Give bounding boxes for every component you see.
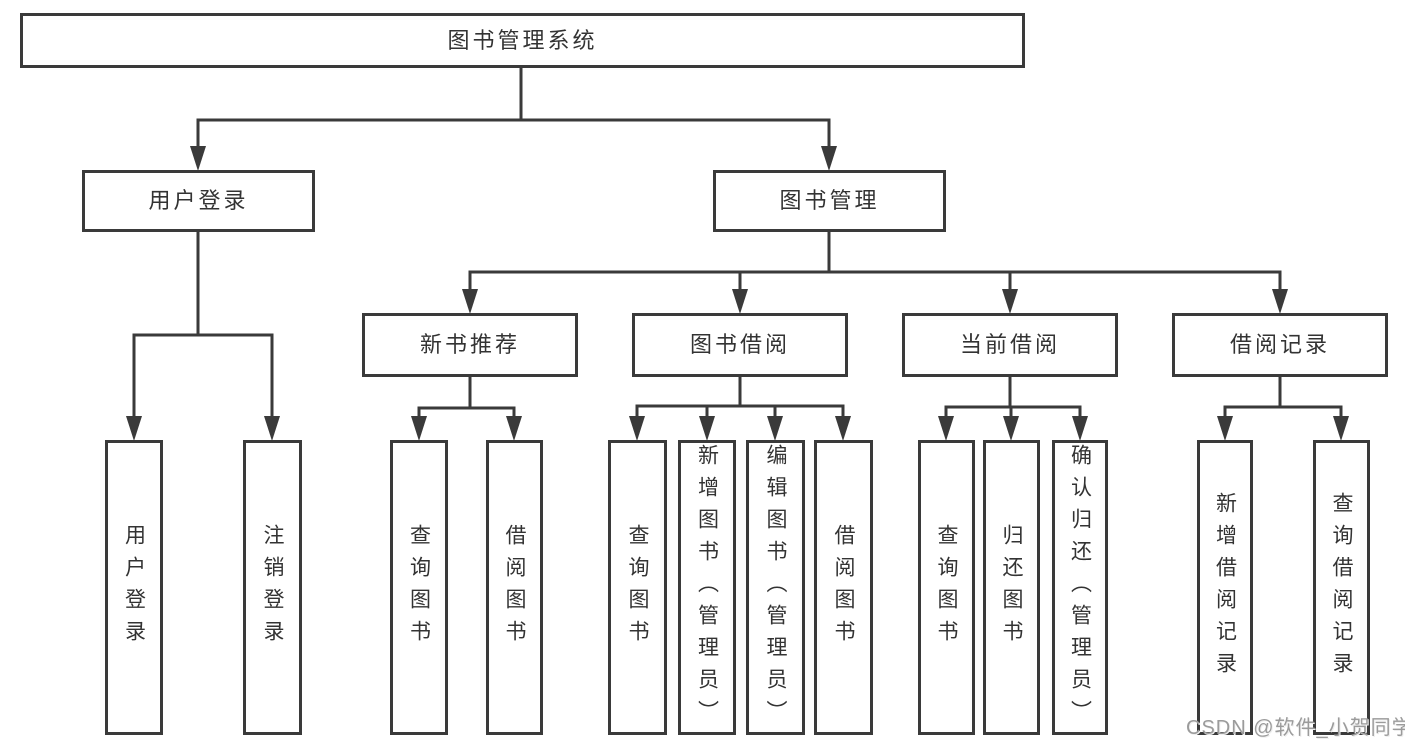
node-book-management: 图书管理 xyxy=(713,170,946,232)
node-book-borrowing: 图书借阅 xyxy=(632,313,848,377)
node-label-book-borrowing: 图书借阅 xyxy=(689,332,790,357)
node-label-query-books-2: 查询图书 xyxy=(626,523,649,652)
node-add-books-admin: 新增图书（管理员） xyxy=(678,440,736,735)
node-user-login: 用户登录 xyxy=(105,440,163,735)
node-label-return-books: 归还图书 xyxy=(1000,523,1023,652)
node-label-query-books-3: 查询图书 xyxy=(935,523,958,652)
node-borrow-books-2: 借阅图书 xyxy=(814,440,873,735)
node-label-add-books-admin: 新增图书（管理员） xyxy=(695,443,719,732)
node-query-books-3: 查询图书 xyxy=(918,440,975,735)
node-logout: 注销登录 xyxy=(243,440,302,735)
node-user-login-group: 用户登录 xyxy=(82,170,315,232)
node-add-borrow-record: 新增借阅记录 xyxy=(1197,440,1253,735)
node-query-books-2: 查询图书 xyxy=(608,440,667,735)
node-root: 图书管理系统 xyxy=(20,13,1025,68)
node-borrowing-records: 借阅记录 xyxy=(1172,313,1388,377)
node-label-current-borrowing: 当前借阅 xyxy=(959,332,1060,357)
node-label-query-borrow-record: 查询借阅记录 xyxy=(1330,491,1353,684)
node-label-root: 图书管理系统 xyxy=(447,27,598,53)
node-query-books-1: 查询图书 xyxy=(390,440,448,735)
node-label-borrow-books-1: 借阅图书 xyxy=(503,523,526,652)
node-borrow-books-1: 借阅图书 xyxy=(486,440,543,735)
node-label-query-books-1: 查询图书 xyxy=(407,523,431,652)
watermark: CSDN @软件_小贺同学 xyxy=(1186,717,1405,739)
node-label-confirm-return-admin: 确认归还（管理员） xyxy=(1068,443,1092,732)
node-label-new-book-recommend: 新书推荐 xyxy=(419,332,520,357)
node-label-user-login-group: 用户登录 xyxy=(148,188,249,213)
node-label-user-login: 用户登录 xyxy=(122,523,146,652)
node-confirm-return-admin: 确认归还（管理员） xyxy=(1052,440,1108,735)
node-label-logout: 注销登录 xyxy=(261,523,284,652)
node-return-books: 归还图书 xyxy=(983,440,1040,735)
node-label-borrowing-records: 借阅记录 xyxy=(1229,332,1330,357)
node-label-borrow-books-2: 借阅图书 xyxy=(832,523,855,652)
node-query-borrow-record: 查询借阅记录 xyxy=(1313,440,1370,735)
node-edit-books-admin: 编辑图书（管理员） xyxy=(746,440,805,735)
node-label-edit-books-admin: 编辑图书（管理员） xyxy=(764,443,787,732)
node-label-book-management: 图书管理 xyxy=(779,188,880,213)
node-label-add-borrow-record: 新增借阅记录 xyxy=(1213,491,1237,684)
node-new-book-recommend: 新书推荐 xyxy=(362,313,578,377)
node-current-borrowing: 当前借阅 xyxy=(902,313,1118,377)
